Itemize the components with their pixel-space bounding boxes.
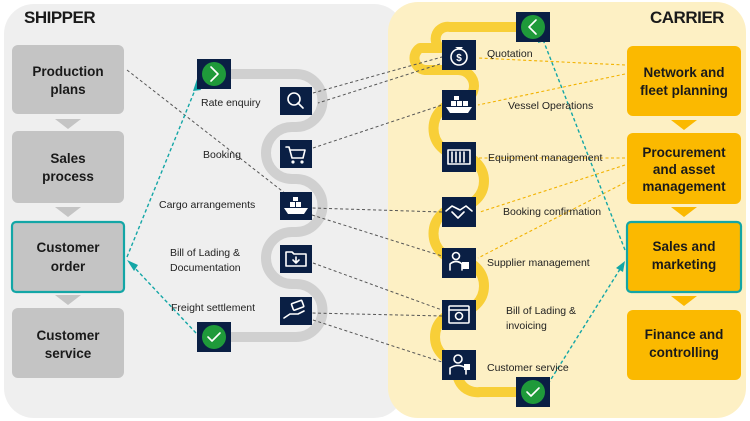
box-label: Sales <box>50 151 85 166</box>
arrowhead <box>616 261 625 272</box>
step-label-rate-enquiry: Rate enquiry <box>201 97 261 109</box>
checkmark-icon <box>207 332 221 342</box>
box-label: plans <box>50 82 85 97</box>
connector-customer-order-to-start <box>126 84 198 258</box>
step-freight-settlement <box>280 297 312 325</box>
box-label: order <box>51 259 86 274</box>
vessel-icon <box>446 96 472 113</box>
box-label: Sales and <box>652 239 715 254</box>
handshake-icon <box>445 205 473 219</box>
connector-quotation-to-rate-enquiry <box>317 63 441 104</box>
chevron-right-icon <box>210 66 219 82</box>
step-label-booking: Booking <box>203 149 241 161</box>
shipper-box-production-plans: Production plans <box>12 45 124 114</box>
shipper-box-sales-process: Sales process <box>12 131 124 203</box>
down-arrow <box>55 119 81 129</box>
step-vessel-operations <box>442 90 476 120</box>
down-arrow <box>55 295 81 305</box>
supplier-icon <box>449 251 469 271</box>
step-rate-enquiry <box>280 87 312 115</box>
box-label: service <box>45 346 92 361</box>
box-label: Procurement <box>642 145 726 160</box>
connector-freight-to-customer-service <box>312 319 443 363</box>
step-label-customer-service: Customer service <box>487 362 569 374</box>
step-label-booking-confirmation: Booking confirmation <box>503 206 601 218</box>
connector-production-to-cargo <box>126 69 287 195</box>
invoice-icon <box>448 305 470 324</box>
down-arrow <box>671 296 697 306</box>
connector-bol-to-invoicing <box>312 262 443 311</box>
box-label: fleet planning <box>640 83 728 98</box>
step-label-bill-of-lading: Bill of Lading & <box>170 247 240 259</box>
connector-cargo-to-supplier <box>311 214 443 257</box>
connector-customer-service-check-to-sales-marketing <box>547 265 623 385</box>
box-label: and asset <box>653 162 716 177</box>
step-bill-of-lading-invoicing <box>442 300 476 330</box>
box-label: Network and <box>643 65 724 80</box>
magnifier-icon <box>287 92 304 109</box>
svg-text:$: $ <box>456 53 462 64</box>
payment-hand-icon <box>283 299 305 319</box>
step-label-quotation: Quotation <box>487 48 533 60</box>
step-label-vessel-operations: Vessel Operations <box>508 100 593 112</box>
box-label: controlling <box>649 345 719 360</box>
box-label: process <box>42 169 94 184</box>
customer-service-icon <box>449 354 470 375</box>
step-label-documentation: Documentation <box>170 262 241 274</box>
step-label-bill-of-lading-invoicing: Bill of Lading & <box>506 305 576 317</box>
step-label-freight-settlement: Freight settlement <box>171 302 255 314</box>
carrier-box-network-fleet-planning: Network and fleet planning <box>627 46 741 116</box>
step-booking <box>280 140 312 168</box>
step-customer-service <box>442 350 476 380</box>
box-label: management <box>642 179 726 194</box>
connector-rate-enquiry-to-quotation <box>312 56 443 94</box>
container-ship-icon <box>284 197 308 214</box>
step-label-equipment-management: Equipment management <box>488 152 602 164</box>
box-label: Customer <box>36 328 100 343</box>
carrier-box-finance-controlling: Finance and controlling <box>627 310 741 380</box>
folder-icon <box>285 251 307 267</box>
step-label-cargo-arrangements: Cargo arrangements <box>159 199 255 211</box>
carrier-box-procurement-asset-management: Procurement and asset management <box>627 133 741 204</box>
shipper-title: SHIPPER <box>24 8 95 27</box>
down-arrow <box>671 207 697 217</box>
box-label: marketing <box>652 257 717 272</box>
carrier-start-marker <box>516 12 550 42</box>
box-label: Customer <box>36 240 100 255</box>
step-label-invoicing: invoicing <box>506 320 547 332</box>
step-equipment-management <box>442 142 476 172</box>
shipper-box-customer-order: Customer order <box>10 220 126 294</box>
connector-procurement-to-supplier <box>477 179 631 259</box>
arrowhead <box>127 260 138 271</box>
step-booking-confirmation <box>442 197 476 227</box>
shopping-cart-icon <box>285 146 306 164</box>
down-arrow <box>55 207 81 217</box>
step-cargo-arrangements <box>280 192 312 220</box>
step-supplier-management <box>442 248 476 278</box>
connector-procurement-to-booking-confirmation <box>479 164 626 213</box>
shipper-end-marker <box>197 322 231 352</box>
step-label-supplier-management: Supplier management <box>487 257 590 269</box>
carrier-end-marker <box>516 377 550 407</box>
box-label: Finance and <box>645 327 724 342</box>
down-arrow <box>671 120 697 130</box>
box-label: Production <box>32 64 103 79</box>
shipper-box-customer-service: Customer service <box>12 308 124 378</box>
shipper-process-track <box>211 69 328 342</box>
carrier-box-sales-marketing: Sales and marketing <box>625 220 743 294</box>
chevron-left-icon <box>528 19 537 35</box>
connector-network-to-quotation <box>477 57 626 66</box>
money-bag-icon: $ <box>450 47 468 66</box>
checkmark-icon <box>526 387 540 397</box>
shipper-start-marker <box>197 59 231 89</box>
container-icon <box>447 149 471 165</box>
connector-booking-to-vessel <box>312 104 443 149</box>
step-bill-of-lading-documentation <box>280 245 312 273</box>
carrier-title: CARRIER <box>650 8 724 27</box>
step-quotation: $ <box>442 40 476 70</box>
connector-sales-marketing-to-quotation-start <box>541 36 626 251</box>
